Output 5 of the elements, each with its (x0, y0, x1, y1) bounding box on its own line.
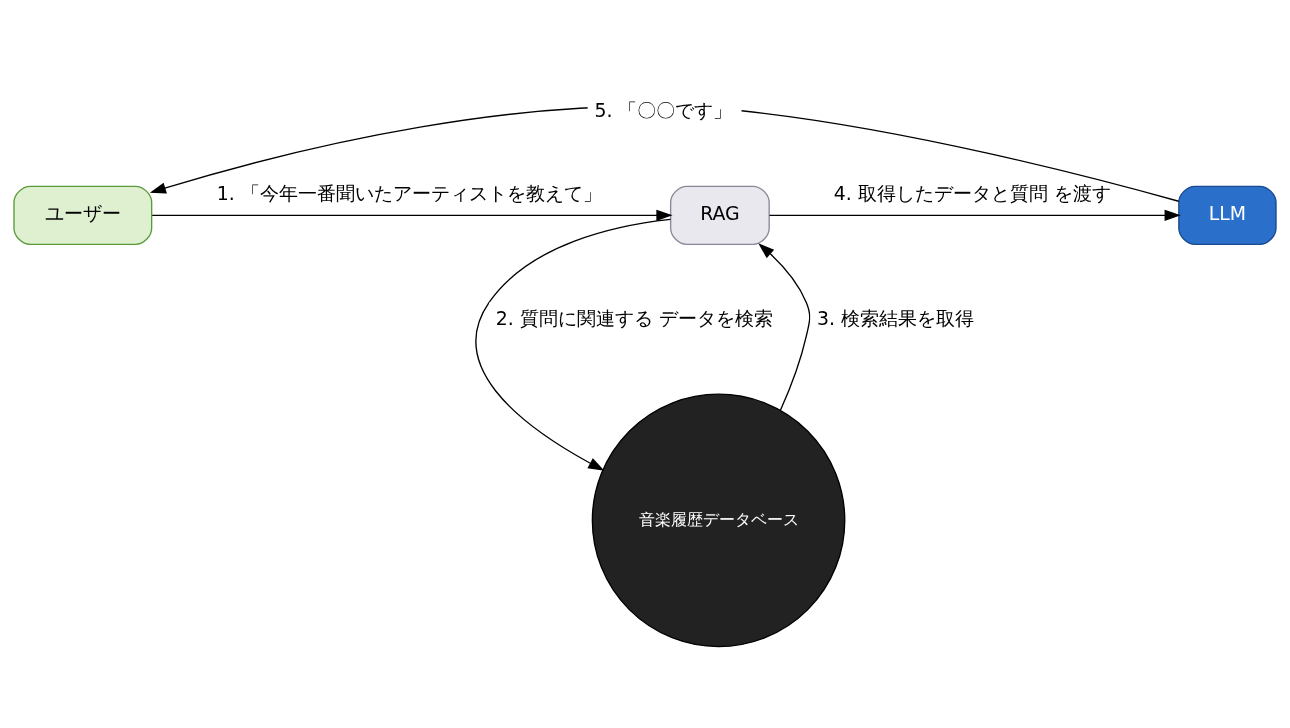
edge-label: 1. 「今年一番聞いたアーティストを教えて」 (216, 181, 602, 204)
edge-label: 5. 「〇〇です」 (594, 98, 733, 121)
edge-label: 2. 質問に関連する データを検索 (495, 306, 773, 329)
edge-label: 3. 検索結果を取得 (817, 306, 975, 329)
edge-label: 4. 取得したデータと質問 を渡す (833, 181, 1111, 204)
